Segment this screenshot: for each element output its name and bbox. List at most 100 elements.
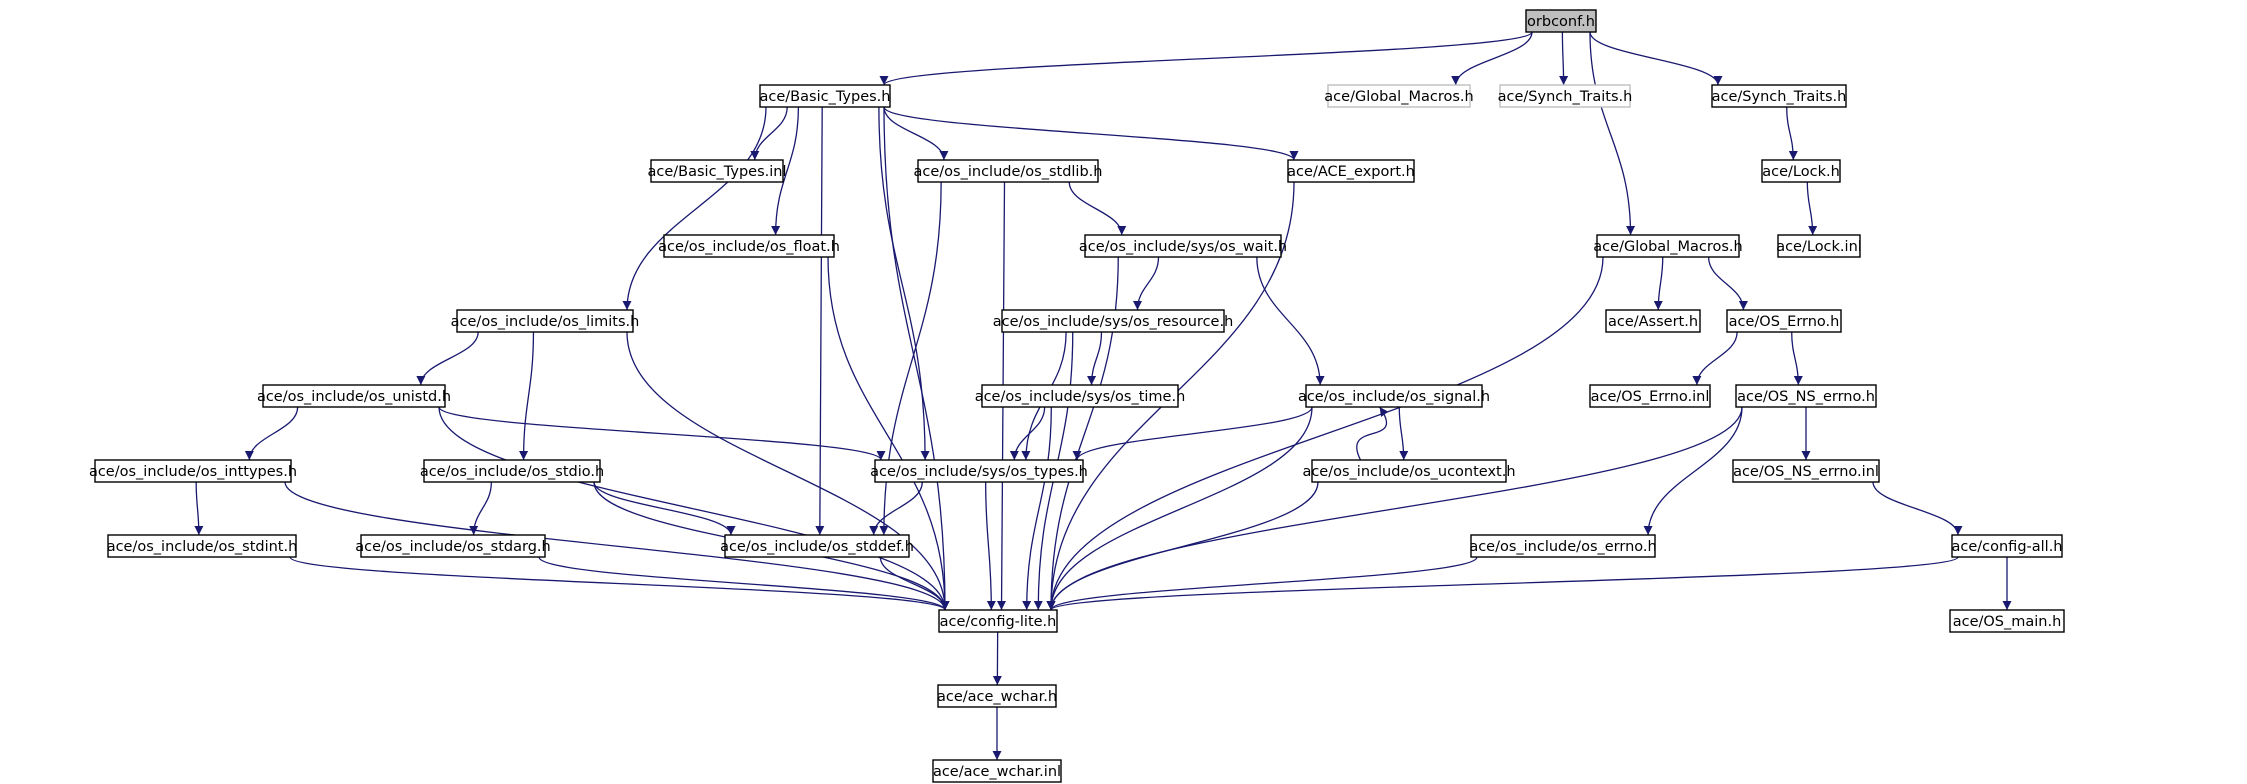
node-label: ace/ace_wchar.inl: [933, 764, 1061, 780]
node-box: [1305, 384, 1483, 408]
edge-os-wait-to-os-resource: [1133, 256, 1160, 311]
node-os-errno-inl[interactable]: ace/OS_Errno.inl: [1589, 384, 1711, 408]
edge-basic-types-h-to-basic-types-inl: [750, 106, 788, 161]
node-box: [1525, 9, 1597, 33]
node-global-macros-h[interactable]: ace/Global_Macros.h: [1593, 234, 1743, 258]
edge-os-wait-to-os-signal: [1256, 256, 1325, 386]
node-label: ace/os_include/os_float.h: [658, 239, 840, 255]
node-box: [1470, 534, 1656, 558]
node-label: ace/os_include/sys/os_resource.h: [993, 314, 1234, 330]
edge-layer: [194, 31, 2012, 760]
node-layer: orbconf.h ace/Basic_Types.h ace/Global_Mac…: [89, 9, 2065, 783]
node-os-ns-errno-inl[interactable]: ace/OS_NS_errno.inl: [1732, 459, 1880, 483]
node-os-errno-h[interactable]: ace/OS_Errno.h: [1726, 309, 1842, 333]
node-box: [663, 234, 835, 258]
node-label: ace/Synch_Traits.h: [1712, 89, 1847, 105]
node-basic-types-inl[interactable]: ace/Basic_Types.inl: [647, 159, 787, 183]
node-assert-h[interactable]: ace/Assert.h: [1605, 309, 1701, 333]
node-ace-wchar-h[interactable]: ace/ace_wchar.h: [937, 684, 1057, 708]
node-box: [1732, 459, 1880, 483]
edge-os-limits-to-os-unistd: [416, 331, 479, 386]
node-lock-inl[interactable]: ace/Lock.inl: [1776, 234, 1862, 258]
node-os-stddef[interactable]: ace/os_include/os_stddef.h: [720, 534, 914, 558]
node-box: [1777, 234, 1861, 258]
edge-os-ucontext-to-os-signal: [1356, 406, 1389, 461]
node-ace-wchar-inl[interactable]: ace/ace_wchar.inl: [932, 759, 1062, 783]
edge-os-types-to-os-stddef: [869, 481, 923, 536]
edge-config-all-to-config-lite: [1046, 556, 1959, 611]
node-label: ace/os_include/os_stdlib.h: [914, 164, 1103, 180]
node-os-stdarg[interactable]: ace/os_include/os_stdarg.h: [355, 534, 551, 558]
node-os-ns-errno-h[interactable]: ace/OS_NS_errno.h: [1735, 384, 1877, 408]
node-os-errno-sys[interactable]: ace/os_include/os_errno.h: [1469, 534, 1657, 558]
node-os-stdlib[interactable]: ace/os_include/os_stdlib.h: [914, 159, 1103, 183]
edge-os-stdio-to-os-stddef: [593, 481, 736, 536]
node-os-inttypes[interactable]: ace/os_include/os_inttypes.h: [89, 459, 297, 483]
node-os-wait[interactable]: ace/os_include/sys/os_wait.h: [1079, 234, 1287, 258]
node-label: ace/Basic_Types.h: [760, 89, 891, 105]
node-synch-traits-ghost[interactable]: ace/Synch_Traits.h: [1498, 84, 1633, 108]
node-box: [938, 609, 1058, 633]
node-os-signal[interactable]: ace/os_include/os_signal.h: [1298, 384, 1490, 408]
node-label: ace/os_include/os_stdarg.h: [355, 539, 550, 555]
node-os-unistd[interactable]: ace/os_include/os_unistd.h: [257, 384, 451, 408]
edge-os-stdlib-to-os-wait: [1068, 181, 1127, 236]
edge-os-unistd-to-os-types: [438, 406, 886, 461]
node-os-limits[interactable]: ace/os_include/os_limits.h: [451, 309, 640, 333]
node-label: ace/os_include/os_ucontext.h: [1302, 464, 1515, 480]
node-os-resource[interactable]: ace/os_include/sys/os_resource.h: [993, 309, 1234, 333]
node-box: [456, 309, 634, 333]
edge-os-time-to-config-lite: [1022, 406, 1052, 611]
node-label: ace/Lock.h: [1762, 164, 1840, 180]
node-box: [360, 534, 546, 558]
node-label: ace/os_include/sys/os_wait.h: [1079, 239, 1287, 255]
node-box: [262, 384, 446, 408]
node-box: [1951, 534, 2063, 558]
node-os-types[interactable]: ace/os_include/sys/os_types.h: [870, 459, 1088, 483]
node-os-main[interactable]: ace/OS_main.h: [1949, 609, 2065, 633]
edge-basic-types-h-to-config-lite: [883, 106, 950, 611]
edge-os-errno-h-to-os-errno-inl: [1692, 331, 1738, 386]
edge-os-ns-errno-h-to-os-errno-sys: [1643, 406, 1743, 536]
node-os-ucontext[interactable]: ace/os_include/os_ucontext.h: [1302, 459, 1516, 483]
node-ace-export[interactable]: ace/ACE_export.h: [1287, 159, 1415, 183]
node-box: [874, 459, 1084, 483]
node-box: [1605, 309, 1701, 333]
node-config-lite[interactable]: ace/config-lite.h: [938, 609, 1058, 633]
edge-os-signal-to-os-ucontext: [1398, 406, 1409, 461]
node-box: [423, 459, 601, 483]
edge-lock-h-to-lock-inl: [1806, 181, 1818, 236]
node-box: [917, 159, 1099, 183]
node-os-stdio[interactable]: ace/os_include/os_stdio.h: [420, 459, 604, 483]
node-lock-h[interactable]: ace/Lock.h: [1761, 159, 1841, 183]
node-os-float[interactable]: ace/os_include/os_float.h: [658, 234, 840, 258]
node-label: ace/OS_NS_errno.h: [1737, 389, 1875, 405]
edge-global-macros-h-to-os-errno-h: [1707, 256, 1748, 311]
edge-os-signal-to-os-types: [1072, 406, 1313, 461]
edge-global-macros-h-to-config-lite: [1046, 256, 1604, 611]
node-box: [1596, 234, 1740, 258]
node-label: ace/Global_Macros.h: [1324, 89, 1473, 105]
node-label: ace/os_include/sys/os_types.h: [870, 464, 1088, 480]
node-box: [1711, 84, 1847, 108]
edge-os-types-to-config-lite: [985, 481, 996, 611]
node-basic-types-h[interactable]: ace/Basic_Types.h: [759, 84, 891, 108]
node-os-time[interactable]: ace/os_include/sys/os_time.h: [975, 384, 1186, 408]
node-label: ace/os_include/os_stdint.h: [107, 539, 298, 555]
edge-orbconf-to-synch-traits-ghost: [1559, 31, 1569, 86]
node-label: orbconf.h: [1527, 14, 1595, 30]
node-config-all[interactable]: ace/config-all.h: [1951, 534, 2063, 558]
node-os-stdint[interactable]: ace/os_include/os_stdint.h: [107, 534, 298, 558]
node-global-macros-ghost[interactable]: ace/Global_Macros.h: [1324, 84, 1474, 108]
edge-global-macros-h-to-assert-h: [1653, 256, 1664, 311]
edge-os-limits-to-config-lite: [626, 331, 950, 611]
node-orbconf[interactable]: orbconf.h: [1525, 9, 1597, 33]
node-synch-traits-h[interactable]: ace/Synch_Traits.h: [1711, 84, 1847, 108]
node-label: ace/Assert.h: [1608, 314, 1698, 330]
node-box: [1735, 384, 1877, 408]
edge-os-unistd-to-config-lite: [438, 406, 950, 611]
node-label: ace/os_include/os_inttypes.h: [89, 464, 297, 480]
node-box: [1084, 234, 1282, 258]
node-box: [1726, 309, 1842, 333]
